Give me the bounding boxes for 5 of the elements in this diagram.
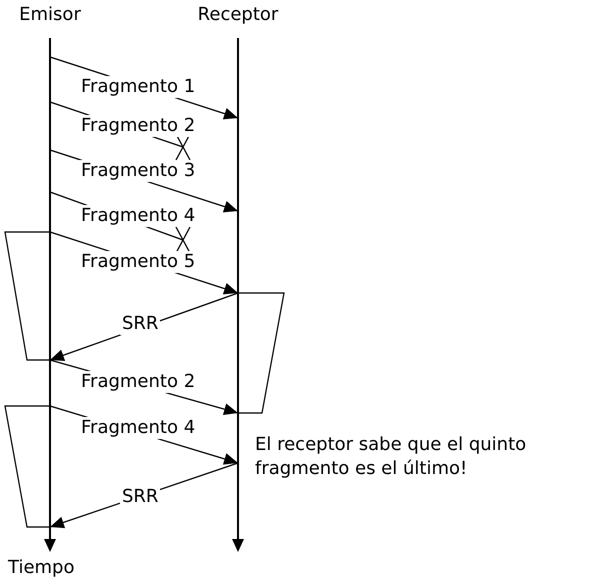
edge-label: SRR [120,313,160,335]
note-text: El receptor sabe que el quinto fragmento es el último! [255,433,528,481]
axis-label: Tiempo [8,556,74,580]
participant-label: Emisor [19,4,81,25]
participant-label: Receptor [198,4,278,25]
